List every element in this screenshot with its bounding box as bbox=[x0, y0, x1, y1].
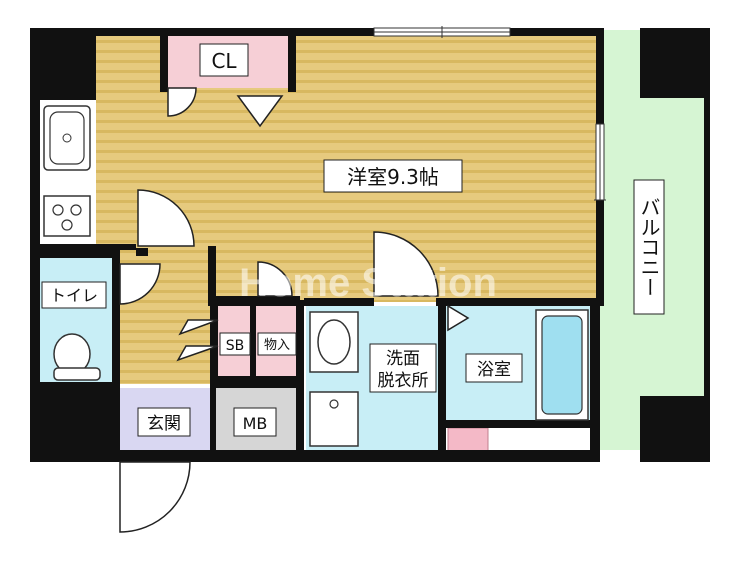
toilet-icon bbox=[53, 333, 101, 381]
closet-label: CL bbox=[211, 49, 237, 73]
bathroom-label: 浴室 bbox=[477, 360, 511, 380]
storage-label: 物入 bbox=[264, 338, 290, 353]
wash-basin-icon bbox=[309, 311, 359, 373]
walls bbox=[30, 28, 710, 462]
top-window bbox=[373, 26, 511, 38]
hallway-floor-lower bbox=[120, 300, 216, 384]
stove-icon bbox=[43, 195, 91, 237]
washing-machine-icon bbox=[309, 391, 359, 447]
balcony-window bbox=[594, 123, 606, 201]
washroom-label-line2: 脱衣所 bbox=[378, 371, 429, 391]
washroom-label-line1: 洗面 bbox=[386, 349, 420, 369]
watermark: Home Station bbox=[239, 261, 497, 305]
entrance-label: 玄関 bbox=[147, 414, 181, 434]
meter-box-label: MB bbox=[243, 414, 268, 433]
western-room-label: 洋室9.3帖 bbox=[347, 165, 439, 189]
doors bbox=[119, 87, 470, 533]
toilet-label: トイレ bbox=[50, 286, 98, 305]
sink-icon bbox=[43, 105, 91, 171]
balcony-label: バルコニー bbox=[637, 197, 661, 297]
shoe-box-label: SB bbox=[226, 338, 245, 354]
bathtub-icon bbox=[535, 309, 589, 421]
